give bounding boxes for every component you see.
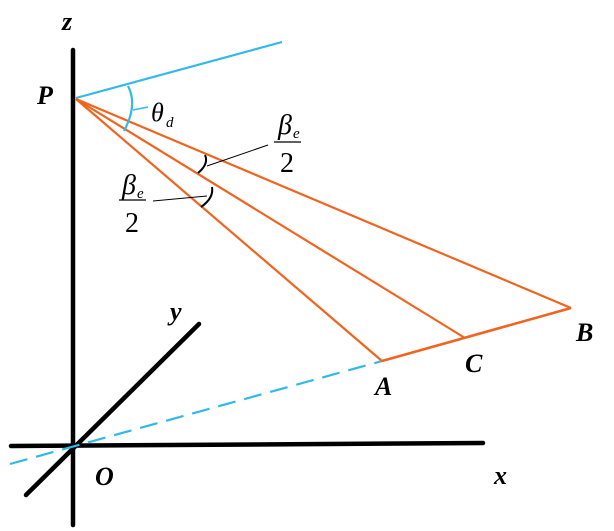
beta-lower-denominator: 2 [125, 208, 139, 239]
ray-PC [75, 98, 466, 339]
beta-upper-denominator: 2 [280, 148, 294, 179]
upper-ray [75, 40, 283, 100]
beta-leader-upper [206, 144, 269, 167]
point-C-label: C [465, 349, 483, 378]
beta-arc-upper [197, 154, 208, 174]
theta-leader [132, 106, 149, 111]
point-B-label: B [575, 318, 593, 347]
x-axis-label: x [493, 461, 507, 490]
ground-projection-dashed [9, 359, 383, 466]
origin-label: O [95, 462, 114, 491]
beta-lower-symbol: β [121, 170, 136, 201]
x-axis [8, 440, 486, 449]
ray-PA [75, 98, 383, 362]
z-axis-label: z [61, 7, 73, 36]
beta-leader-lower [152, 195, 208, 202]
theta-symbol: θ [151, 98, 164, 127]
theta-arc [123, 85, 134, 132]
y-axis [23, 321, 202, 498]
segment-AB [381, 306, 572, 363]
beta-upper-subscript: e [293, 126, 300, 142]
theta-subscript: d [166, 115, 174, 131]
beta-arc-lower [200, 186, 214, 208]
y-axis-label: y [167, 297, 182, 326]
beta-lower-subscript: e [137, 186, 144, 202]
point-A-label: A [373, 372, 392, 401]
ray-PB [75, 97, 572, 310]
beta-upper-symbol: β [277, 110, 292, 141]
point-P-label: P [36, 81, 54, 110]
